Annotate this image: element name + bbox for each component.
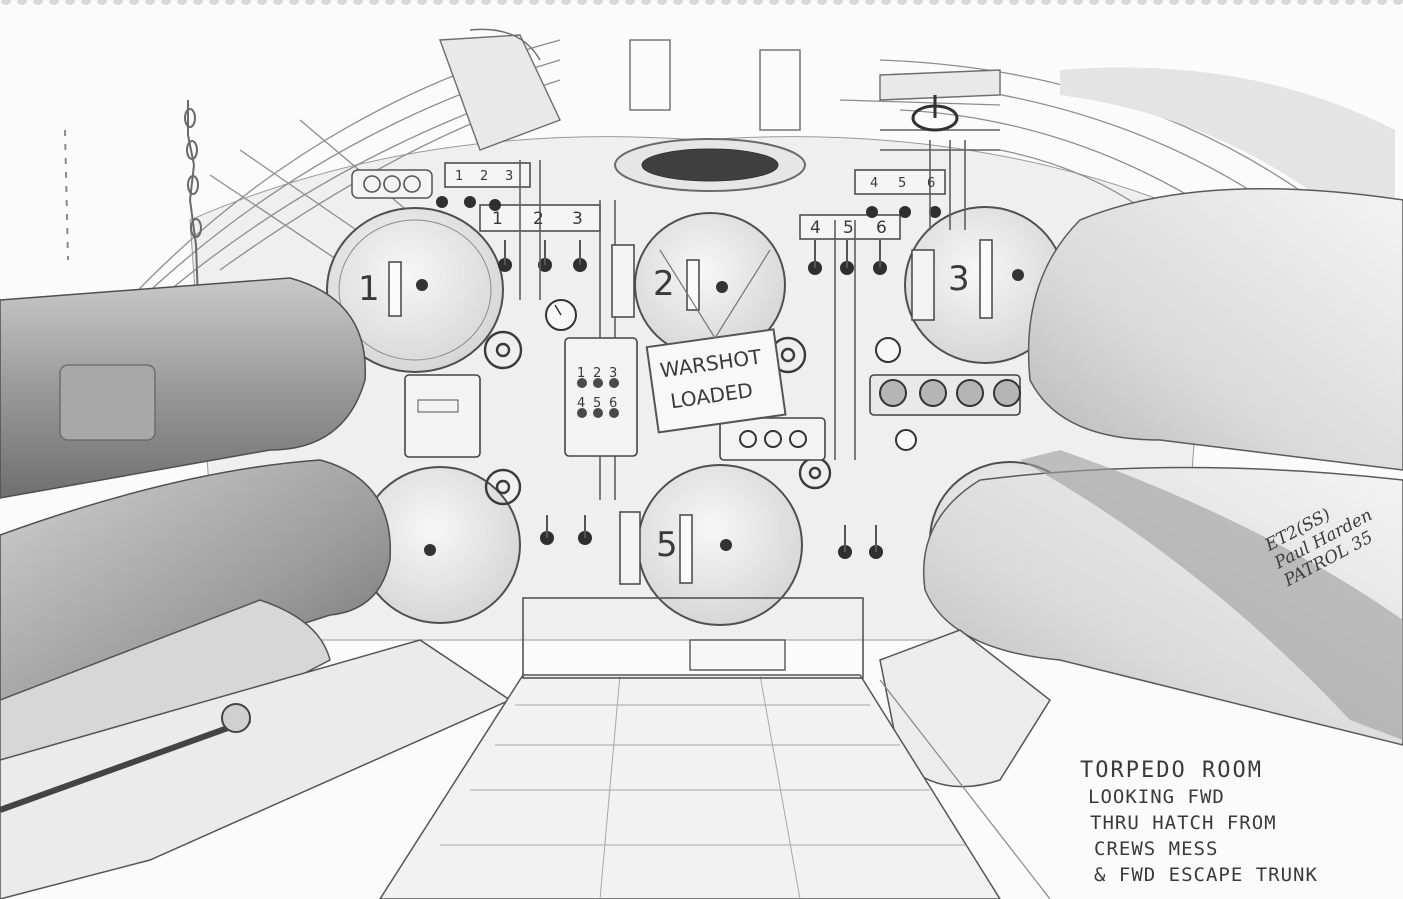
- tube-number-3: 3: [948, 259, 970, 299]
- caption-line-4: CREWS MESS: [1094, 838, 1219, 860]
- firing-panel-3: 3: [609, 366, 617, 381]
- firing-panel-2: 2: [593, 366, 601, 381]
- sketch-caption: TORPEDO ROOM LOOKING FWD THRU HATCH FROM…: [1080, 758, 1390, 888]
- tube-number-2: 2: [653, 264, 675, 304]
- panel-lower-left-3: 3: [572, 209, 583, 229]
- tube-number-1: 1: [358, 269, 380, 309]
- panel-top-left-3: 3: [505, 169, 513, 184]
- panel-lower-right-6: 6: [876, 218, 887, 238]
- caption-line-3: THRU HATCH FROM: [1090, 812, 1277, 834]
- caption-line-1: TORPEDO ROOM: [1080, 758, 1263, 783]
- panel-lower-left-2: 2: [533, 209, 544, 229]
- firing-panel-1: 1: [577, 366, 585, 381]
- panel-top-right-6: 6: [927, 176, 935, 191]
- firing-panel-4: 4: [577, 396, 585, 411]
- panel-lower-left-1: 1: [492, 209, 503, 229]
- panel-top-left-1: 1: [455, 169, 463, 184]
- caption-line-2: LOOKING FWD: [1088, 786, 1225, 808]
- caption-line-5: & FWD ESCAPE TRUNK: [1094, 864, 1318, 886]
- firing-panel-6: 6: [609, 396, 617, 411]
- tube-number-5: 5: [656, 525, 678, 565]
- panel-top-left-2: 2: [480, 169, 488, 184]
- panel-top-right-5: 5: [898, 176, 906, 191]
- firing-panel-5: 5: [593, 396, 601, 411]
- perforated-edge: [1, 0, 1403, 5]
- panel-lower-right-4: 4: [810, 218, 821, 238]
- panel-lower-right-5: 5: [843, 218, 854, 238]
- panel-top-right-4: 4: [870, 176, 878, 191]
